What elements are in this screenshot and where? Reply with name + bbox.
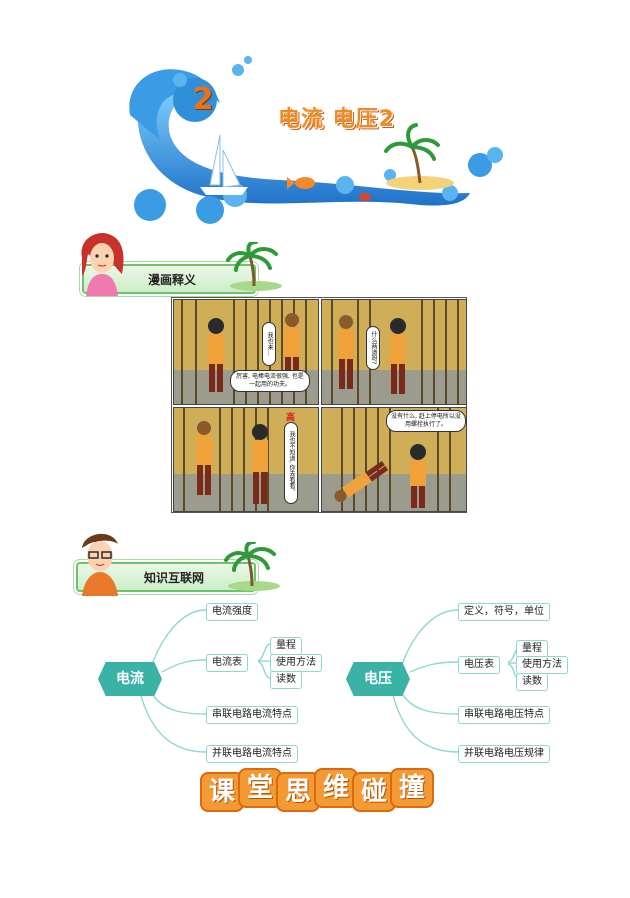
wave-banner-illustration [129,56,503,224]
footer-title-char: 碰 [352,772,396,812]
footer-title-char: 课 [200,772,244,812]
mindmap-subnode: 读数 [270,671,302,689]
mindmap-hub-current: 电流 [98,662,162,696]
speech-bubble: 没有什么, 赶上停电所以没用螺栓执行了。 [386,410,466,432]
palm-tree-icon [226,242,282,291]
comic-panel-2-art [322,300,466,404]
comic-panel-1: 我也来… 厉害, 电棒电流很强, 也是一起用的功夫。 [173,299,319,405]
footer-title-char: 堂 [238,768,282,808]
mindmap-node: 电压表 [458,656,500,674]
mindmap-node: 定义，符号，单位 [458,603,550,621]
palm-tree-icon [224,542,280,591]
mindmap-subnode: 读数 [516,673,548,691]
page-title: 电流 电压2 [278,107,395,132]
speech-bubble: 我也来… [262,322,276,366]
section-tag-knowledge: 知识互联网 [72,528,284,596]
mindmap-node: 电流强度 [206,603,258,621]
mindmap-subnode: 使用方法 [516,656,568,674]
mindmap-hub-voltage: 电压 [346,662,410,696]
comic-panel-2: 什么两道呀? [321,299,467,405]
speech-bubble: 我也不知道, 你去看看。 [284,422,298,504]
girl-avatar [81,233,124,296]
section-tag-comic: 漫画释义 [72,228,284,296]
mindmap-node: 并联电路电压规律 [458,745,550,763]
footer-title-char: 维 [314,768,358,808]
mindmap-subnode: 量程 [270,637,302,655]
comic-panel-3: 高 我也不知道, 你去看看。 [173,407,319,512]
footer-title-char: 撞 [390,768,434,808]
mindmap-node: 串联电路电压特点 [458,706,550,724]
section-label: 知识互联网 [144,571,205,585]
speech-bubble: 什么两道呀? [366,326,380,370]
lesson-number: 2 [192,82,214,117]
mindmap-node: 并联电路电流特点 [206,745,298,763]
warning-sign: 高 [286,413,296,423]
speech-bubble: 厉害, 电棒电流很强, 也是一起用的功夫。 [230,370,310,392]
mindmap-node: 串联电路电流特点 [206,706,298,724]
comic-panel-4: 没有什么, 赶上停电所以没用螺栓执行了。 [321,407,467,512]
section-label: 漫画释义 [148,273,197,287]
mindmap-node: 电流表 [206,654,248,672]
boy-avatar [82,533,118,596]
mindmap-subnode: 使用方法 [270,654,322,672]
header-banner [120,55,510,230]
comic-strip: 我也来… 厉害, 电棒电流很强, 也是一起用的功夫。 什么两道呀? [171,297,467,513]
